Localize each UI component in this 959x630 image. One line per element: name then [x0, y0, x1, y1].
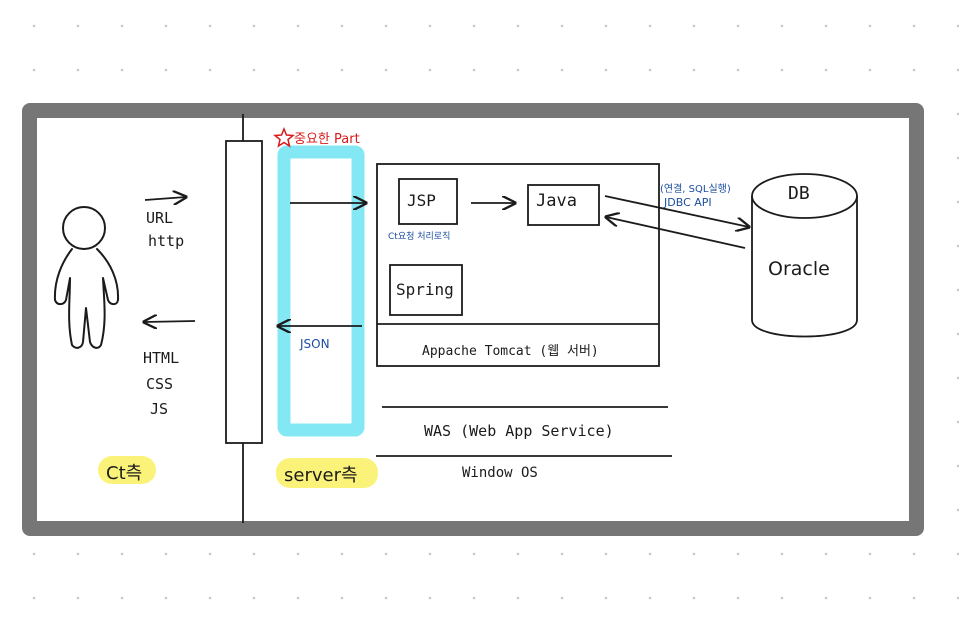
spring-label: Spring: [396, 280, 454, 299]
important-part-label: 중요한 Part: [294, 132, 360, 147]
jsp-box: [398, 178, 458, 225]
jsp-label: JSP: [407, 191, 436, 210]
user-figure-icon: [53, 206, 120, 349]
oracle-label: Oracle: [768, 258, 830, 280]
spring-box: [389, 264, 463, 316]
was-label: WAS (Web App Service): [424, 422, 614, 440]
response-arrow: [144, 321, 196, 322]
client-side-highlight: [98, 456, 156, 484]
network-pillar: [225, 114, 263, 523]
database-cylinder-icon: [751, 173, 858, 338]
java-label: Java: [536, 191, 577, 211]
server-side-label: server측: [284, 465, 358, 486]
jdbc-response-arrow: [606, 217, 746, 249]
server-side-highlight: [276, 458, 378, 488]
java-box: [527, 184, 600, 226]
jdbc-api-label: JDBC API: [664, 196, 712, 209]
json-channel-highlight: [277, 145, 365, 437]
client-side-label: Ct측: [106, 463, 143, 484]
json-label: JSON: [300, 337, 330, 351]
jdbc-request-arrow: [604, 195, 749, 227]
js-label: JS: [150, 400, 169, 418]
jdbc-note: (연결, SQL실행): [660, 184, 731, 195]
request-arrow: [144, 197, 186, 200]
css-label: CSS: [146, 375, 174, 393]
os-label: Window OS: [462, 465, 538, 481]
star-icon: [273, 127, 295, 148]
html-label: HTML: [143, 349, 180, 367]
jsp-note: Ct요청 처리로직: [388, 232, 451, 242]
db-label: DB: [788, 183, 810, 204]
tomcat-label: Appache Tomcat (웹 서버): [422, 344, 599, 359]
server-container: [376, 163, 660, 367]
url-label: URL: [146, 209, 174, 227]
http-label: http: [148, 232, 185, 250]
